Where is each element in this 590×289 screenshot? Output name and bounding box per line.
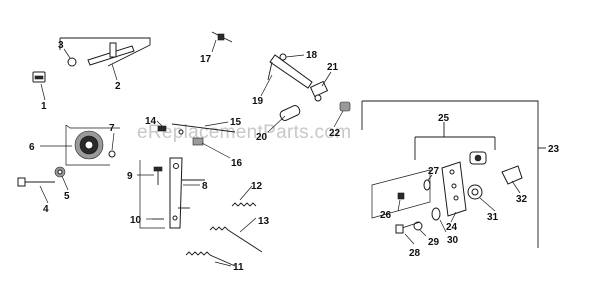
washer-30 [431,207,441,221]
assembly-bracket-25 [414,122,496,160]
leader-lines [39,39,521,267]
spring-12 [231,202,257,207]
spring-11 [185,251,236,267]
callout-10: 10 [130,215,142,226]
assembly-bracket-23 [361,100,546,248]
plug-1 [32,71,46,83]
callout-21: 21 [327,62,339,73]
nut-22 [339,101,351,112]
callout-13: 13 [258,216,270,227]
callout-2: 2 [115,81,121,92]
callout-8: 8 [202,181,208,192]
callout-23: 23 [548,144,560,155]
fitting-21 [309,80,329,102]
bracket-32 [501,165,523,185]
throttle-lever-19 [267,54,313,89]
watermark-text: eReplacementParts.com [137,122,351,143]
callout-16: 16 [231,158,243,169]
callout-4: 4 [43,204,49,215]
callout-30: 30 [447,235,459,246]
callout-32: 32 [516,194,528,205]
link-rod-15 [157,123,236,146]
callout-12: 12 [251,181,263,192]
callout-19: 19 [252,96,264,107]
control-plate-24 [441,161,467,217]
screw-9 [153,166,163,185]
washer-3 [67,57,77,67]
callout-5: 5 [64,191,70,202]
callout-18: 18 [306,50,318,61]
screw-26 [397,192,405,200]
callout-3: 3 [58,40,64,51]
pin-7 [108,150,116,158]
callout-27: 27 [428,166,440,177]
callout-1: 1 [41,101,47,112]
callout-28: 28 [409,248,421,259]
callout-15: 15 [230,117,242,128]
callout-31: 31 [487,212,499,223]
governor-gear-6 [65,124,120,166]
callout-14: 14 [145,116,157,127]
callout-6: 6 [29,142,35,153]
screw-18 [279,53,287,61]
spring-13 [209,226,263,253]
top-bushing [469,151,487,165]
callout-11: 11 [233,262,244,273]
subassembly-outline [371,169,431,219]
stud-17 [211,31,233,43]
callout-22: 22 [329,128,341,139]
pin-2-head [109,42,117,58]
callout-24: 24 [446,222,458,233]
governor-lever-8 [139,157,205,229]
callout-9: 9 [127,171,133,182]
nut-5 [54,166,66,178]
bolt-4 [17,177,55,187]
callout-25: 25 [438,113,450,124]
callout-29: 29 [428,237,440,248]
callout-20: 20 [256,132,268,143]
bolt-28 [395,221,421,234]
callout-26: 26 [380,210,392,221]
group-bracket-2 [60,37,151,67]
washer-29 [413,221,423,231]
pin-bracket-group [59,37,151,67]
bushing-20 [279,105,301,121]
ring-27 [423,179,431,191]
callout-7: 7 [109,123,115,134]
callout-17: 17 [200,54,212,65]
bushing-31 [467,184,483,200]
